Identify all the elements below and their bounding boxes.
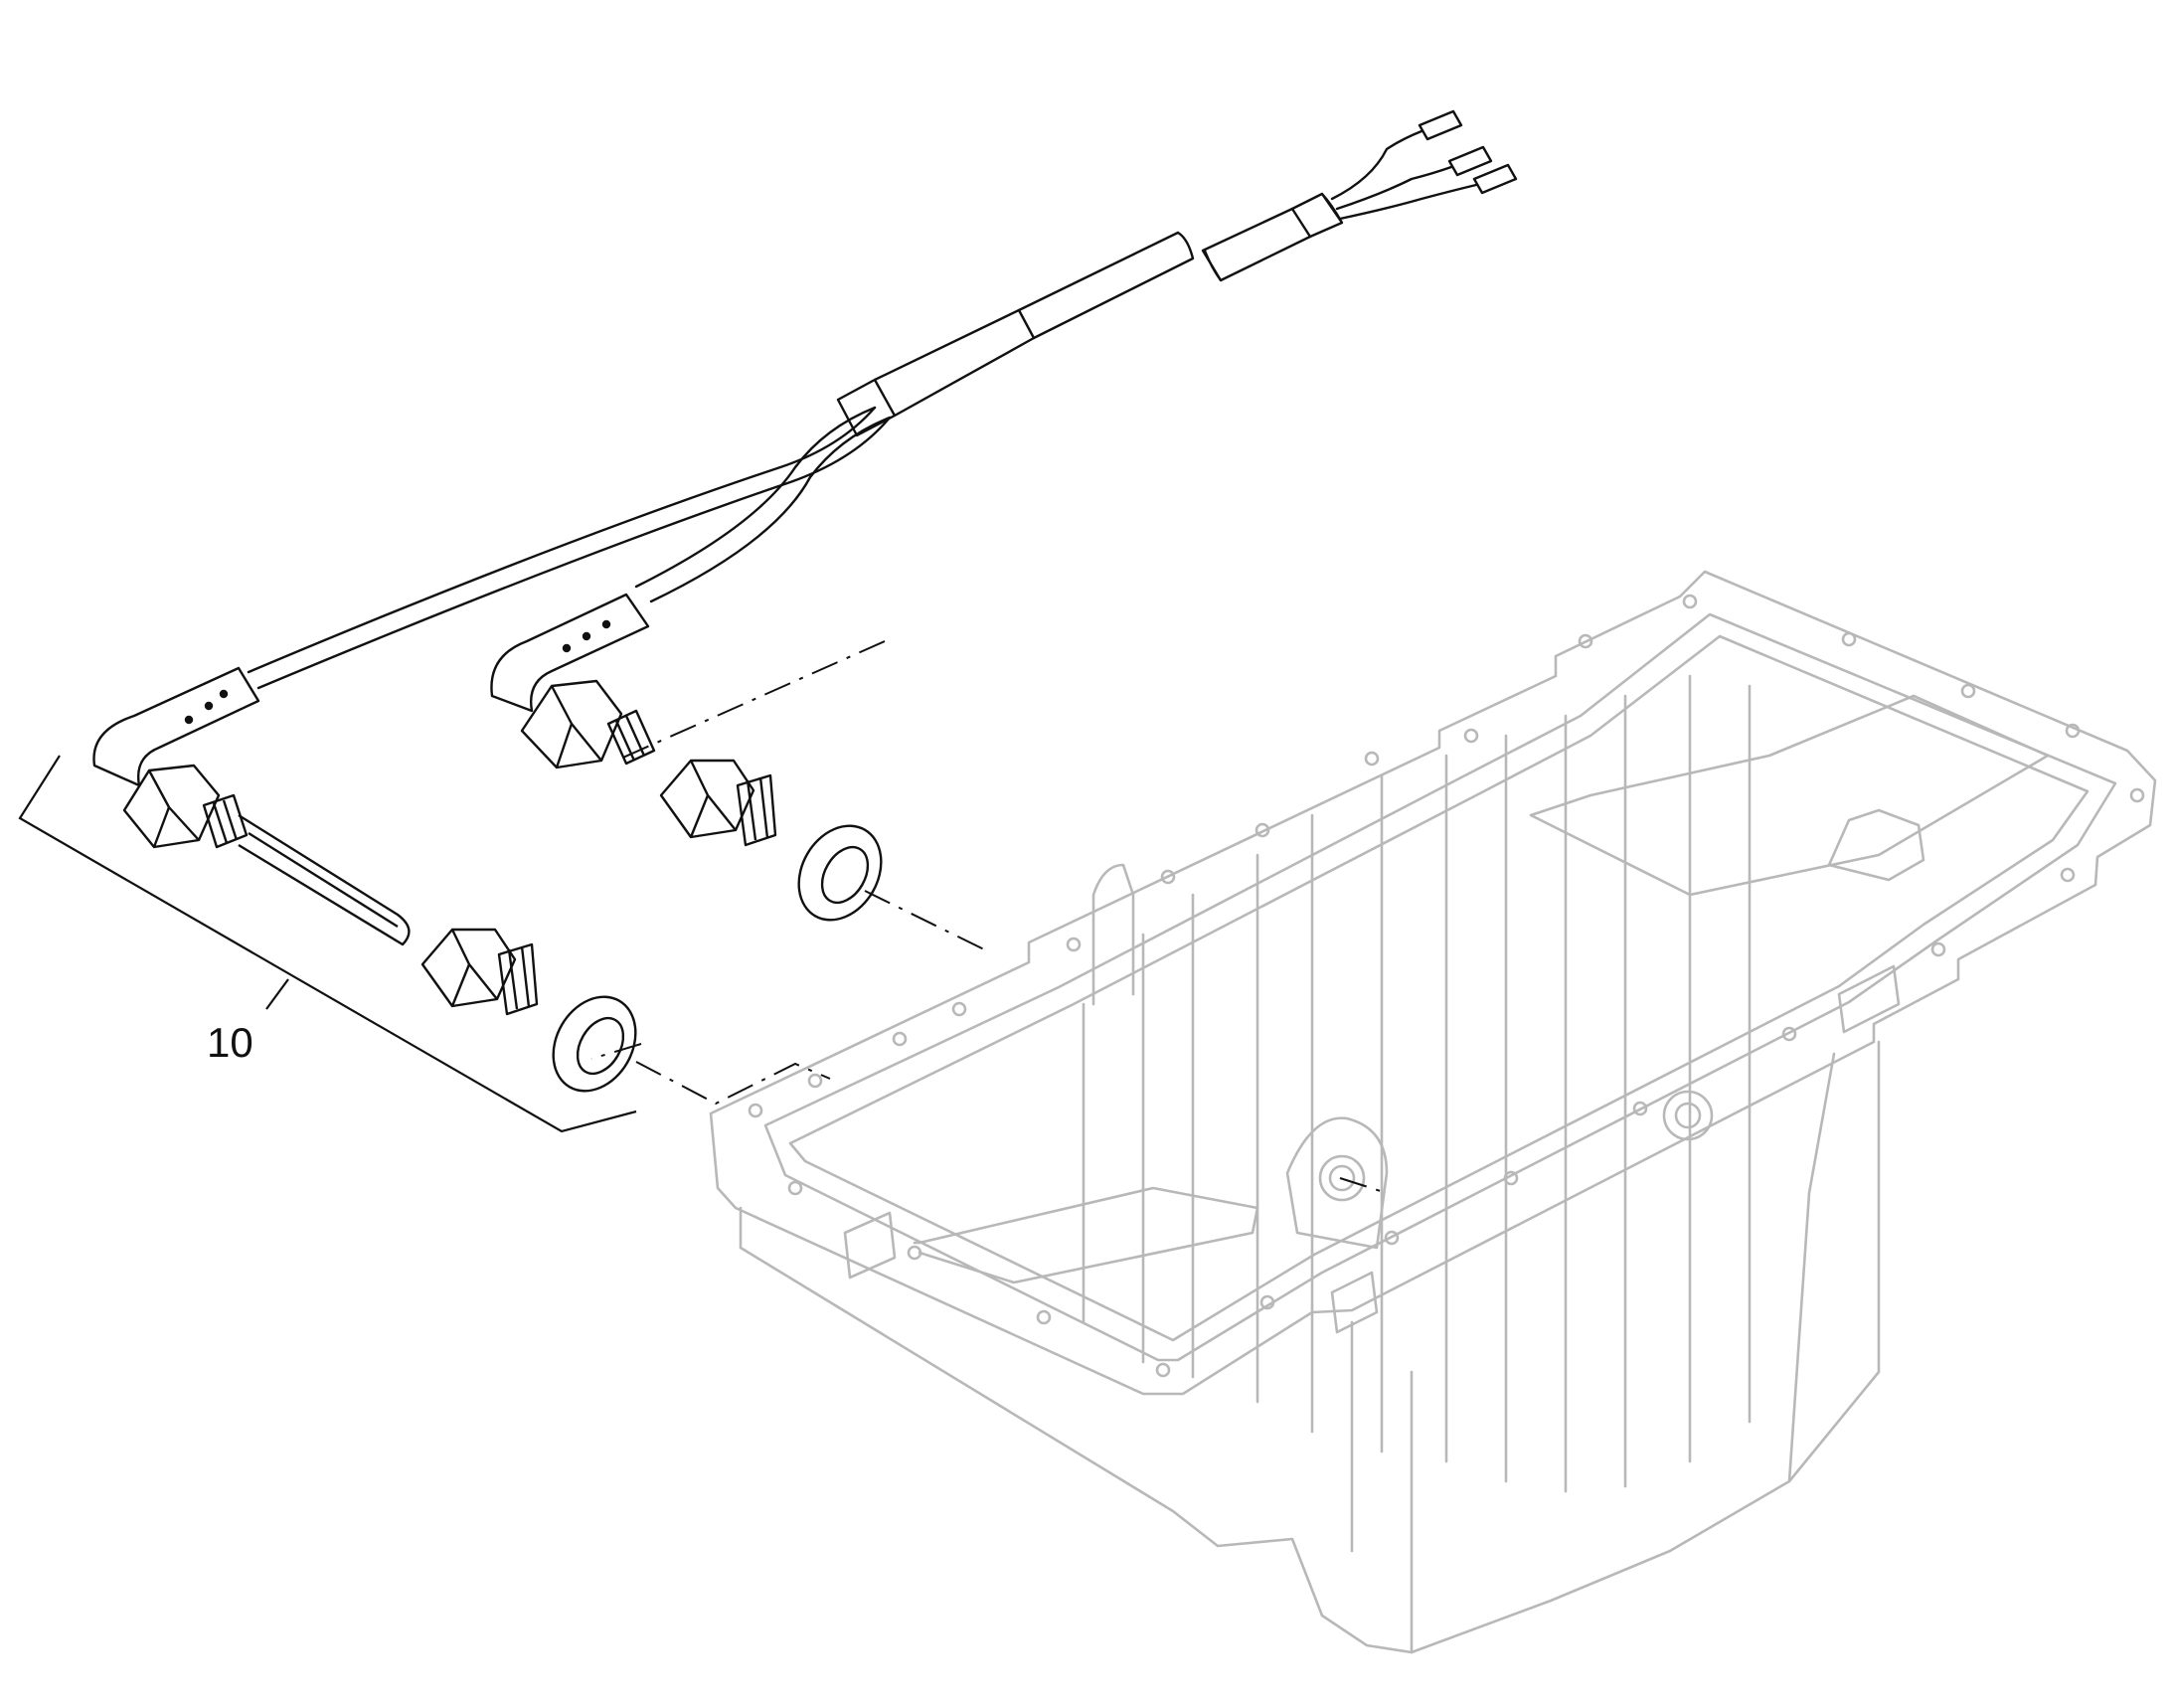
harness-cable-left xyxy=(247,406,892,690)
oil-pan-sensor-port xyxy=(1662,1090,1714,1141)
temperature-sensor xyxy=(490,593,656,769)
wire-terminals xyxy=(1418,109,1518,195)
oil-pan-sump-base xyxy=(1350,1052,1836,1654)
sensor-hex-nut xyxy=(520,679,623,769)
oil-pan-lug-left xyxy=(843,1211,897,1280)
sensor-elbow xyxy=(490,593,650,713)
oil-pan-outer-flange xyxy=(709,570,2157,1396)
oil-pan-drain-boss xyxy=(1285,1116,1389,1250)
oil-pan-pocket-left xyxy=(913,1186,1259,1284)
heater-harness xyxy=(247,109,1518,690)
wire-lead-3 xyxy=(1338,183,1478,221)
sealing-washer-lower xyxy=(552,995,637,1093)
callout-10-label: 10 xyxy=(207,1019,253,1066)
oil-pan-rim-ledge xyxy=(788,634,2089,1342)
wire-lead-1 xyxy=(1330,129,1423,201)
adapter-fitting-upper xyxy=(659,759,777,847)
wire-lead-2 xyxy=(1335,165,1453,211)
oil-pan xyxy=(709,570,2157,1654)
harness-conduit xyxy=(1017,231,1195,340)
oil-pan-lug-right xyxy=(1837,964,1901,1034)
oil-pan-ribs xyxy=(1082,674,1752,1493)
oil-pan-bolt-holes xyxy=(748,594,2145,1378)
oil-pan-lug-center xyxy=(1330,1271,1379,1334)
sensor-thread xyxy=(606,709,656,766)
oil-pan-partition xyxy=(1529,694,2050,897)
immersion-heater xyxy=(92,666,411,946)
heater-element-loop xyxy=(238,813,411,946)
heater-elbow xyxy=(92,666,260,787)
oil-pan-inner-flange xyxy=(763,612,2117,1362)
callout-10-leader xyxy=(265,978,289,1010)
oil-pan-pocket-center xyxy=(1091,863,1135,1006)
assembly-centerlines xyxy=(590,640,1388,1194)
callout-10-bracket xyxy=(18,755,637,1133)
harness-sleeve xyxy=(836,308,1036,437)
heater-hex-nut xyxy=(122,764,221,849)
oil-pan-pocket-right xyxy=(1827,808,1925,882)
sealing-washer-upper xyxy=(797,824,883,922)
adapter-fitting-lower xyxy=(420,928,539,1016)
harness-shrink-tube xyxy=(1290,192,1344,239)
harness-conduit-far xyxy=(1201,207,1312,282)
heater-thread xyxy=(202,793,249,849)
